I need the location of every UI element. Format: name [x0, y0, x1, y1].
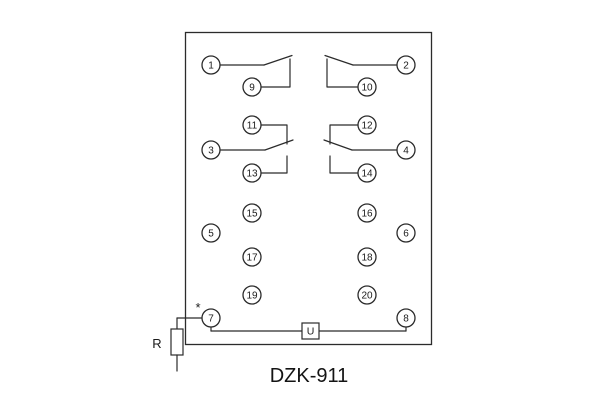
terminal-11-label: 11 [247, 121, 258, 132]
terminal-5-label: 5 [208, 229, 214, 240]
coil-bus: U [210, 322, 407, 340]
terminal-7: 7 [201, 308, 221, 328]
terminal-13-label: 13 [246, 169, 258, 180]
terminal-7-label: 7 [208, 314, 214, 325]
terminal-13: 13 [242, 163, 262, 183]
terminal-1: 1 [201, 55, 221, 75]
terminal-19-circle [242, 285, 262, 305]
terminal-3: 3 [201, 140, 221, 160]
terminal-5-circle [201, 223, 221, 243]
terminal-18: 18 [357, 247, 377, 267]
contact-2-10-fixed [326, 58, 359, 88]
terminal-14: 14 [357, 163, 377, 183]
terminal-18-label: 18 [361, 253, 373, 264]
terminal-12-circle [357, 115, 377, 135]
coil-box [301, 322, 320, 340]
terminal-12: 12 [357, 115, 377, 135]
contact-1-9 [219, 54, 293, 88]
terminal-14-label: 14 [361, 169, 373, 180]
terminal-18-circle [357, 247, 377, 267]
diagram-title: DZK-911 [270, 365, 349, 387]
resistor-body [170, 328, 184, 356]
terminal-9-label: 9 [249, 83, 255, 94]
contact-2-10-blade [324, 54, 354, 66]
contact-1-9-blade [263, 54, 293, 66]
terminal-8: 8 [396, 308, 416, 328]
terminal-16-label: 16 [361, 209, 373, 220]
contact-2-10 [324, 54, 398, 88]
terminal-5: 5 [201, 223, 221, 243]
terminal-4-circle [396, 140, 416, 160]
resistor-label: R [152, 336, 161, 351]
terminal-17-label: 17 [246, 253, 258, 264]
terminal-11-circle [242, 115, 262, 135]
terminal-14-circle [357, 163, 377, 183]
terminal-20-circle [357, 285, 377, 305]
changeover-4-12-14 [323, 124, 398, 174]
terminal-3-label: 3 [208, 146, 214, 157]
terminal-16: 16 [357, 203, 377, 223]
terminal-10-label: 10 [361, 83, 373, 94]
terminal-3-circle [201, 140, 221, 160]
resistor-branch: R * [152, 300, 203, 372]
terminal-20-label: 20 [361, 291, 373, 302]
terminal-7-circle [201, 308, 221, 328]
contact-4-blade [323, 139, 353, 151]
terminal-16-circle [357, 203, 377, 223]
contact-1-9-fixed [260, 58, 291, 88]
coil-label: U [307, 326, 315, 338]
terminal-1-label: 1 [208, 61, 214, 72]
terminal-20: 20 [357, 285, 377, 305]
terminal-8-circle [396, 308, 416, 328]
relay-case-outline [184, 31, 433, 346]
terminal-2: 2 [396, 55, 416, 75]
contact-3-blade [264, 139, 294, 151]
terminal-19-label: 19 [246, 291, 258, 302]
terminal-4: 4 [396, 140, 416, 160]
terminal-15-label: 15 [246, 209, 258, 220]
terminal-2-label: 2 [403, 61, 409, 72]
terminal-17: 17 [242, 247, 262, 267]
changeover-3-11-13 [219, 124, 294, 174]
terminal-1-circle [201, 55, 221, 75]
contact-14-fixed [329, 155, 359, 174]
contact-12-fixed [329, 124, 359, 145]
terminal-15: 15 [242, 203, 262, 223]
terminal-8-label: 8 [403, 314, 409, 325]
contact-11-fixed [260, 124, 288, 145]
terminal-6: 6 [396, 223, 416, 243]
terminal-10: 10 [357, 77, 377, 97]
terminal-19: 19 [242, 285, 262, 305]
terminal-17-circle [242, 247, 262, 267]
terminal-6-circle [396, 223, 416, 243]
terminal-11: 11 [242, 115, 262, 135]
terminals: 1 2 9 10 11 12 3 4 [201, 55, 416, 328]
terminal-12-label: 12 [361, 121, 373, 132]
polarity-mark: * [195, 300, 200, 315]
terminal-9: 9 [242, 77, 262, 97]
terminal-10-circle [357, 77, 377, 97]
terminal-2-circle [396, 55, 416, 75]
terminal-15-circle [242, 203, 262, 223]
terminal-4-label: 4 [403, 146, 409, 157]
terminal-9-circle [242, 77, 262, 97]
contact-13-fixed [260, 155, 288, 174]
terminal-13-circle [242, 163, 262, 183]
terminal-6-label: 6 [403, 229, 409, 240]
